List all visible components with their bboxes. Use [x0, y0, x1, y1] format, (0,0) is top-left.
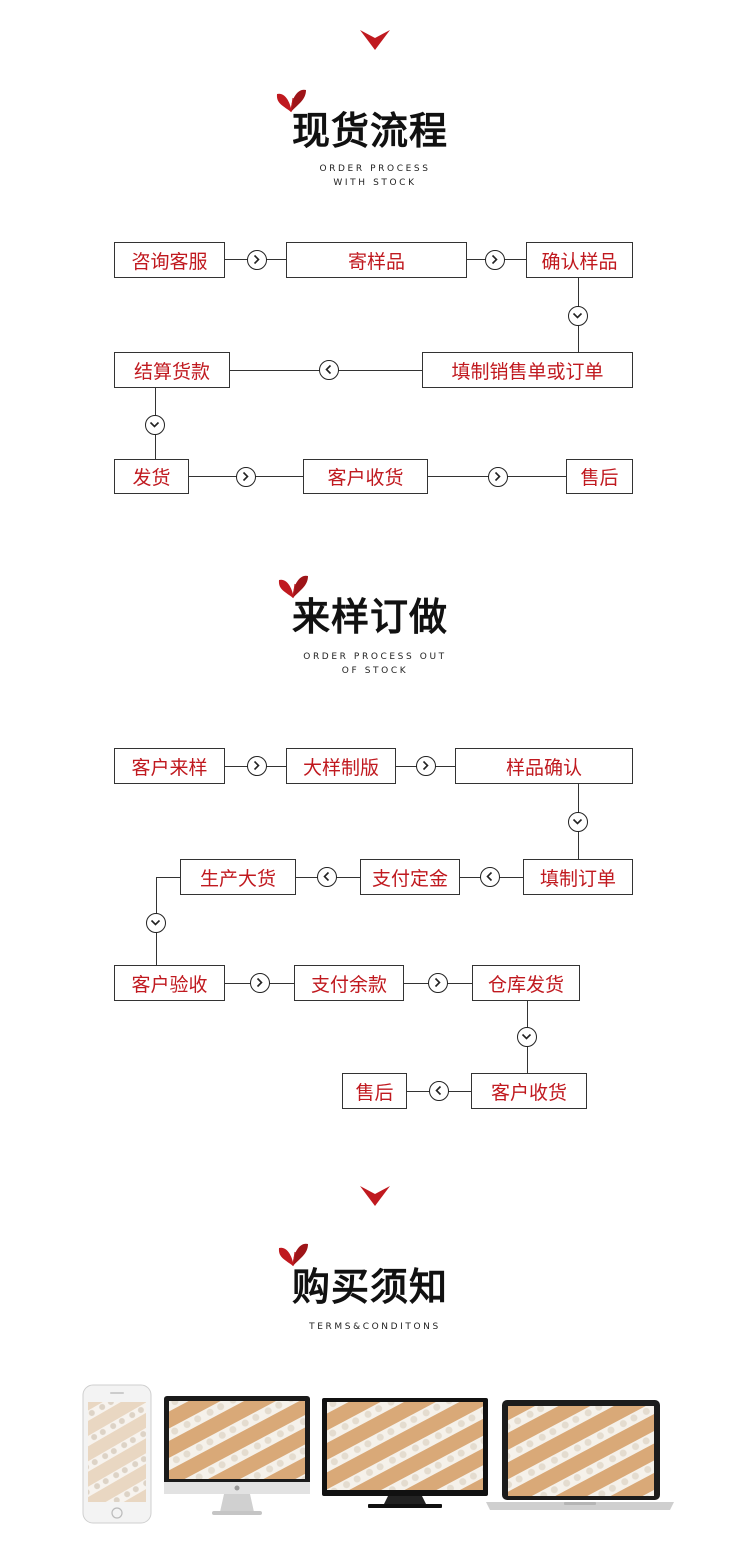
- flow1-step-settle-payment: 结算货款: [114, 352, 230, 388]
- circle-arrow-left-icon: [317, 867, 337, 887]
- flow2-step-pay-deposit: 支付定金: [360, 859, 460, 895]
- section3-title: 购买须知: [292, 1265, 449, 1309]
- section1-title: 现货流程: [292, 109, 449, 153]
- flow1-step-after-sales: 售后: [566, 459, 633, 494]
- circle-arrow-right-icon: [485, 250, 505, 270]
- section1-subtitle-line1: ORDER PROCESS: [319, 164, 431, 174]
- circle-arrow-left-icon: [429, 1081, 449, 1101]
- tv-monitor-image: [322, 1398, 488, 1508]
- circle-arrow-right-icon: [250, 973, 270, 993]
- circle-arrow-left-icon: [480, 867, 500, 887]
- flow2-step-customer-inspection: 客户验收: [114, 965, 225, 1001]
- section1-subtitle-line2: WITH STOCK: [333, 178, 417, 188]
- chevron-down-icon: [360, 30, 390, 50]
- flow2-step-warehouse-ship: 仓库发货: [472, 965, 580, 1001]
- flow1-step-ship: 发货: [114, 459, 189, 494]
- desktop-monitor-image: [164, 1396, 310, 1515]
- section1-subtitle: ORDER PROCESS WITH STOCK: [0, 162, 750, 190]
- flow2-step-platemaking: 大样制版: [286, 748, 396, 784]
- circle-arrow-right-icon: [416, 756, 436, 776]
- circle-arrow-right-icon: [236, 467, 256, 487]
- circle-arrow-down-icon: [146, 913, 166, 933]
- butterfly-icon: [278, 575, 308, 599]
- flow2-step-sample-confirm: 样品确认: [455, 748, 633, 784]
- butterfly-icon: [278, 1243, 308, 1267]
- section2-subtitle-line1: ORDER PROCESS OUT: [303, 652, 447, 662]
- section2-subtitle-line2: OF STOCK: [341, 666, 409, 676]
- circle-arrow-right-icon: [488, 467, 508, 487]
- circle-arrow-down-icon: [517, 1027, 537, 1047]
- section3-subtitle: TERMS&CONDITONS: [309, 1322, 441, 1332]
- flow2-step-customer-sample: 客户来样: [114, 748, 225, 784]
- section2-title: 来样订做: [292, 595, 449, 639]
- circle-arrow-left-icon: [319, 360, 339, 380]
- circle-arrow-right-icon: [428, 973, 448, 993]
- circle-arrow-down-icon: [145, 415, 165, 435]
- flow2-step-fill-order: 填制订单: [523, 859, 633, 895]
- flow2-step-pay-balance: 支付余款: [294, 965, 404, 1001]
- circle-arrow-right-icon: [247, 756, 267, 776]
- flow2-step-mass-production: 生产大货: [180, 859, 296, 895]
- chevron-down-icon: [360, 1186, 390, 1206]
- phone-device-image: [82, 1384, 152, 1524]
- flow1-step-confirm-sample: 确认样品: [526, 242, 633, 278]
- laptop-device-image: [486, 1400, 674, 1510]
- flow2-step-after-sales: 售后: [342, 1073, 407, 1109]
- flow1-step-consult: 咨询客服: [114, 242, 225, 278]
- circle-arrow-down-icon: [568, 306, 588, 326]
- section2-subtitle: ORDER PROCESS OUT OF STOCK: [0, 650, 750, 678]
- flow1-step-send-sample: 寄样品: [286, 242, 467, 278]
- butterfly-icon: [276, 89, 306, 113]
- circle-arrow-right-icon: [247, 250, 267, 270]
- flow1-step-receive: 客户收货: [303, 459, 428, 494]
- circle-arrow-down-icon: [568, 812, 588, 832]
- flow1-step-fill-order: 填制销售单或订单: [422, 352, 633, 388]
- flow2-step-receive: 客户收货: [471, 1073, 587, 1109]
